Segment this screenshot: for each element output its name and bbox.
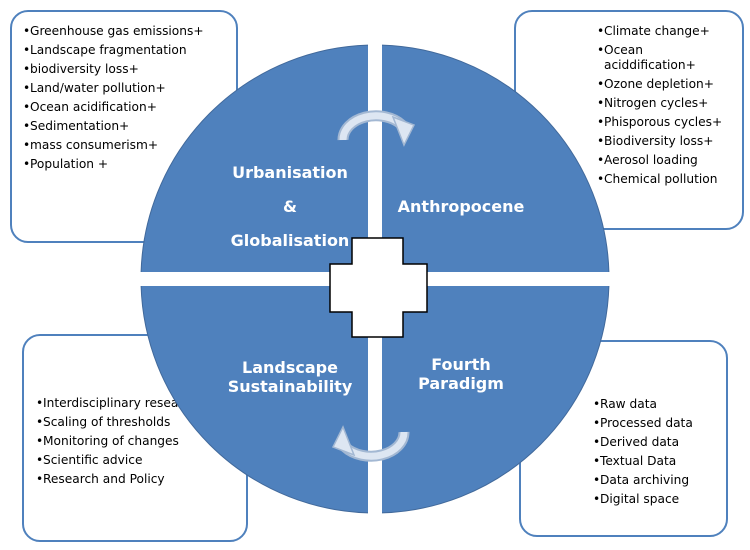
quadrant-label-urbanisation: Urbanisation & Globalisation: [210, 163, 370, 265]
list-item: Interdisciplinary research: [36, 396, 226, 411]
list-item: Sedimentation+: [23, 119, 208, 134]
list-item: Research and Policy: [36, 472, 226, 487]
list-item: Ozone depletion+: [597, 77, 737, 92]
list-item: Processed data: [593, 416, 723, 431]
list-item: Nitrogen cycles+: [597, 96, 737, 111]
label-line: Globalisation: [230, 231, 350, 250]
label-line: Urbanisation: [232, 163, 348, 182]
circular-arrow-top-icon: [337, 110, 416, 147]
list-item: Derived data: [593, 435, 723, 450]
list-item: Climate change+: [597, 24, 737, 39]
quadrant-top-right: [382, 44, 610, 272]
list-item: Landscape fragmentation: [23, 43, 208, 58]
list-item: Chemical pollution: [597, 172, 737, 187]
label-line: Paradigm: [418, 374, 504, 393]
list-item: Ocean aciddification+: [597, 43, 737, 73]
quadrant-bottom-left: [140, 286, 368, 514]
quadrant-top-left: [140, 44, 368, 272]
list-item: Ocean acidification+: [23, 100, 208, 115]
quadrant-label-landscape-sustainability: Landscape Sustainability: [210, 358, 370, 396]
quadrant-label-anthropocene: Anthropocene: [386, 197, 536, 216]
list-item: Land/water pollution+: [23, 81, 208, 96]
list-item: Data archiving: [593, 473, 723, 488]
list-item: Aerosol loading: [597, 153, 737, 168]
label-line: Anthropocene: [397, 197, 525, 216]
list-item: Greenhouse gas emissions+: [23, 24, 208, 39]
quadrant-label-fourth-paradigm: Fourth Paradigm: [386, 355, 536, 393]
label-line: Fourth: [431, 355, 491, 374]
fourth-paradigm-factors-list: Raw data Processed data Derived data Tex…: [593, 397, 723, 511]
center-plus-shape: [329, 237, 428, 338]
circular-arrow-bottom-icon: [331, 425, 410, 462]
list-item: Raw data: [593, 397, 723, 412]
list-item: Population +: [23, 157, 208, 172]
label-line: Landscape: [242, 358, 338, 377]
list-item: mass consumerism+: [23, 138, 208, 153]
anthropocene-factors-list: Climate change+ Ocean aciddification+ Oz…: [597, 24, 737, 191]
list-item: Scientific advice: [36, 453, 226, 468]
list-item: Scaling of thresholds: [36, 415, 226, 430]
label-line: &: [283, 197, 297, 216]
quadrant-bottom-right: [382, 286, 610, 514]
label-line: Sustainability: [227, 377, 353, 396]
sustainability-factors-list: Interdisciplinary research Scaling of th…: [36, 396, 226, 491]
list-item: Monitoring of changes: [36, 434, 226, 449]
list-item: biodiversity loss+: [23, 62, 208, 77]
urbanisation-factors-list: Greenhouse gas emissions+ Landscape frag…: [23, 24, 208, 176]
list-item: Phisporous cycles+: [597, 115, 737, 130]
list-item: Digital space: [593, 492, 723, 507]
list-item: Textual Data: [593, 454, 723, 469]
list-item: Biodiversity loss+: [597, 134, 737, 149]
